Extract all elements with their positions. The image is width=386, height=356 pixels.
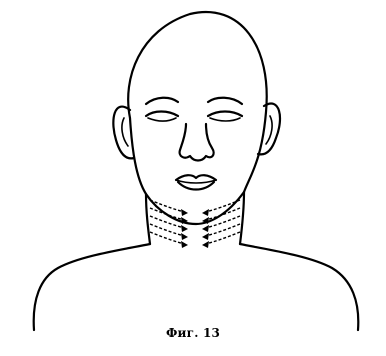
right-eye-closed bbox=[208, 112, 242, 117]
arrowheads-right bbox=[202, 209, 209, 248]
arrowheads-left bbox=[181, 209, 188, 248]
left-ear-inner bbox=[122, 118, 128, 146]
right-eyebrow bbox=[208, 98, 242, 104]
mouth-line bbox=[176, 180, 216, 183]
shoulder-right bbox=[240, 244, 358, 330]
neck-right bbox=[240, 192, 244, 244]
mouth-upper-lip bbox=[176, 175, 216, 180]
left-eyebrow bbox=[146, 98, 178, 104]
neck-left bbox=[146, 194, 150, 244]
left-eye-lid bbox=[148, 118, 176, 121]
right-ear-inner bbox=[266, 116, 272, 144]
right-eye-lid bbox=[210, 118, 240, 121]
shoulder-left bbox=[34, 244, 150, 330]
figure-caption: Фиг. 13 bbox=[0, 326, 386, 340]
left-eye-closed bbox=[146, 112, 178, 117]
massage-lines-right bbox=[206, 200, 240, 244]
nose bbox=[180, 124, 214, 161]
